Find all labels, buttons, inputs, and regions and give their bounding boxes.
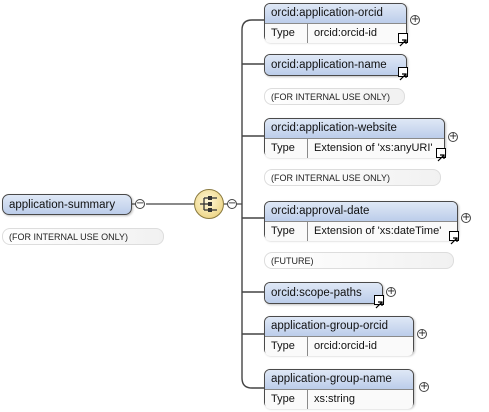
element-name: orcid:application-name <box>265 55 406 75</box>
link-arrow-icon[interactable] <box>449 231 459 245</box>
element-name: orcid:approval-date <box>265 202 457 221</box>
expand-button[interactable]: + <box>410 14 420 25</box>
root-element[interactable]: application-summary <box>2 194 132 215</box>
type-row: Type Extension of 'xs:dateTime' <box>265 221 457 241</box>
element-application-name[interactable]: orcid:application-name <box>264 54 408 81</box>
element-name: orcid:application-website <box>265 119 444 138</box>
type-label: Type <box>265 139 308 158</box>
element-name: application-group-name <box>265 370 413 389</box>
element-name: orcid:application-orcid <box>265 4 406 23</box>
type-value: orcid:orcid-id <box>314 27 377 39</box>
expand-button[interactable]: + <box>386 286 396 297</box>
type-value: Extension of 'xs:dateTime' <box>314 225 442 237</box>
sequence-compositor-icon[interactable] <box>194 189 224 219</box>
type-value: xs:string <box>314 393 355 405</box>
expand-button[interactable]: + <box>417 328 427 339</box>
link-arrow-icon[interactable] <box>398 67 408 81</box>
link-arrow-icon[interactable] <box>398 33 408 47</box>
element-approval-date[interactable]: orcid:approval-date Type Extension of 'x… <box>264 201 459 245</box>
expand-button[interactable]: + <box>419 381 429 392</box>
expand-button[interactable]: + <box>461 212 471 223</box>
type-row: Type Extension of 'xs:anyURI' <box>265 138 444 158</box>
link-arrow-icon[interactable] <box>436 148 446 162</box>
type-label: Type <box>265 337 308 356</box>
element-application-group-orcid[interactable]: application-group-orcid Type orcid:orcid… <box>264 316 414 356</box>
root-annotation: (FOR INTERNAL USE ONLY) <box>2 228 164 245</box>
type-label: Type <box>265 222 308 241</box>
type-row: Type orcid:orcid-id <box>265 336 413 356</box>
type-row: Type xs:string <box>265 389 413 409</box>
element-application-group-name[interactable]: application-group-name Type xs:string <box>264 369 414 409</box>
element-annotation: (FOR INTERNAL USE ONLY) <box>264 88 405 105</box>
type-value: orcid:orcid-id <box>314 340 377 352</box>
element-annotation: (FOR INTERNAL USE ONLY) <box>264 169 441 186</box>
expand-button[interactable]: + <box>448 131 458 142</box>
type-label: Type <box>265 24 308 43</box>
link-arrow-icon[interactable] <box>374 295 384 309</box>
collapse-sequence-button[interactable]: − <box>227 198 237 209</box>
root-element-name: application-summary <box>9 199 116 211</box>
element-application-orcid[interactable]: orcid:application-orcid Type orcid:orcid… <box>264 3 408 47</box>
type-label: Type <box>265 390 308 409</box>
element-application-website[interactable]: orcid:application-website Type Extension… <box>264 118 446 162</box>
type-row: Type orcid:orcid-id <box>265 23 406 43</box>
collapse-root-button[interactable]: − <box>135 198 145 209</box>
element-scope-paths[interactable]: orcid:scope-paths <box>264 282 384 309</box>
type-value: Extension of 'xs:anyURI' <box>314 142 433 154</box>
element-name: application-group-orcid <box>265 317 413 336</box>
element-name: orcid:scope-paths <box>265 283 382 303</box>
element-annotation: (FUTURE) <box>264 252 454 269</box>
